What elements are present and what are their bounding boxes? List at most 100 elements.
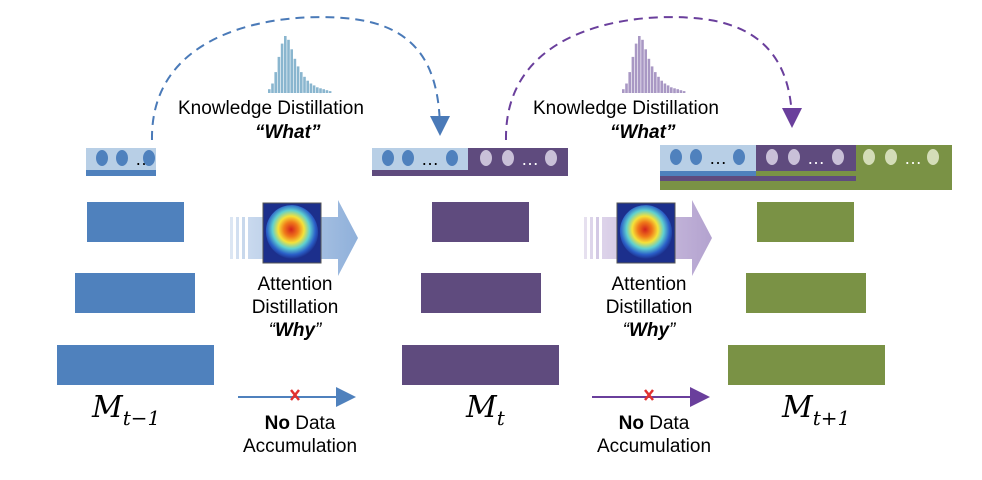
histogram-bar [676, 89, 679, 93]
histogram-bar [622, 89, 625, 93]
class-dot [545, 150, 557, 166]
no-data-label-2: No Data Accumulation [584, 412, 724, 458]
histogram-bar [634, 43, 638, 93]
nd-line1: No Data [584, 412, 724, 435]
layer-3 [728, 345, 885, 385]
quote-close: ” [665, 122, 676, 143]
data-word: Data [643, 413, 690, 434]
class-dot [927, 149, 939, 165]
class-dot [670, 149, 682, 165]
class-dot [502, 150, 514, 166]
ad-line1: Attention [257, 274, 333, 295]
cross-icon [644, 389, 654, 401]
histogram-bar [280, 43, 284, 93]
class-dot [143, 150, 155, 166]
quote-open: “ [268, 320, 275, 341]
what-word: What [619, 122, 666, 143]
layer-1 [432, 202, 529, 242]
model-t-plus-1: … … … [660, 145, 952, 385]
nd-line2: Accumulation [596, 436, 712, 457]
histogram-bar [663, 83, 667, 93]
histogram-bar [657, 76, 660, 93]
class-dot [885, 149, 897, 165]
why-word: Why [274, 320, 316, 341]
class-dot [446, 150, 458, 166]
layer-2 [421, 273, 541, 313]
histogram-bar [673, 88, 676, 94]
ellipsis-text: … [421, 149, 439, 169]
ad-line2: Distillation [251, 297, 339, 318]
model-label-t-plus-1: Mt+1 [782, 390, 850, 430]
kd-title: Knowledge Distillation [533, 98, 719, 119]
why-word: Why [628, 320, 670, 341]
histogram-bar [296, 66, 300, 93]
layer-3 [57, 345, 214, 385]
histogram-bar [654, 72, 657, 93]
output-bar-t-minus-1 [86, 170, 156, 176]
data-word: Data [289, 413, 336, 434]
knowledge-distillation-arrow-1 [150, 16, 450, 141]
histogram-bar [679, 90, 683, 93]
quote-open: “ [622, 320, 629, 341]
output-bar-purple [660, 176, 856, 181]
ellipsis-text: … [709, 148, 727, 168]
ad-label-1: Attention Distillation “Why” [236, 273, 354, 342]
ad-why: “Why” [236, 319, 354, 342]
no-word: No [264, 413, 290, 434]
attention-distillation-arrow-2 [584, 200, 712, 276]
model-t-minus-1: … [57, 148, 214, 385]
model-letter: M [92, 390, 123, 425]
model-subscript: t [496, 406, 505, 430]
quote-close: ” [315, 320, 322, 341]
quote-close: ” [669, 320, 676, 341]
histogram-bar [647, 58, 651, 93]
kd-title: Knowledge Distillation [178, 98, 364, 119]
output-head-new-classes [468, 148, 568, 170]
class-dot [766, 149, 778, 165]
class-dot [863, 149, 875, 165]
histogram-bar [660, 80, 663, 93]
class-dot [96, 150, 108, 166]
histogram-bar [300, 72, 303, 93]
histogram-bar [319, 88, 322, 94]
model-label-t-minus-1: Mt−1 [92, 390, 160, 430]
no-data-arrow-1 [238, 387, 356, 407]
histogram-bar [316, 87, 319, 93]
histogram-bar [290, 49, 293, 93]
histogram-bar [274, 72, 277, 93]
histogram-bar [303, 76, 306, 93]
histogram-bar [312, 85, 316, 93]
kd-label-1: Knowledge Distillation [178, 98, 364, 120]
no-data-arrow-2 [592, 387, 710, 407]
histogram-bar [277, 56, 281, 93]
histogram-bar [287, 39, 290, 93]
layer-2 [746, 273, 866, 313]
kd-what-1: “What” [255, 122, 320, 144]
model-letter: M [466, 390, 497, 425]
histogram-bar [325, 90, 329, 93]
class-dot [788, 149, 800, 165]
kd-label-2: Knowledge Distillation [533, 98, 719, 120]
output-head-old-classes [372, 148, 468, 170]
histogram-bar [650, 66, 654, 93]
histogram-bar [670, 87, 673, 93]
histogram-icon-purple [622, 36, 686, 94]
quote-close: ” [310, 122, 321, 143]
class-dot [480, 150, 492, 166]
layer-3 [402, 345, 559, 385]
class-dot [690, 149, 702, 165]
layer-1 [87, 202, 184, 242]
histogram-bar [328, 91, 332, 93]
histogram-bar [309, 83, 313, 93]
histogram-bar [666, 85, 670, 93]
quote-open: “ [255, 122, 265, 143]
ad-why: “Why” [590, 319, 708, 342]
model-letter: M [782, 390, 813, 425]
class-dot [382, 150, 394, 166]
ellipsis-text: … [807, 148, 825, 168]
knowledge-distillation-arrow-2 [504, 16, 802, 141]
histogram-bar [641, 39, 644, 93]
nd-line2: Accumulation [242, 436, 358, 457]
histogram-bar [644, 49, 647, 93]
histogram-bar [625, 83, 628, 93]
